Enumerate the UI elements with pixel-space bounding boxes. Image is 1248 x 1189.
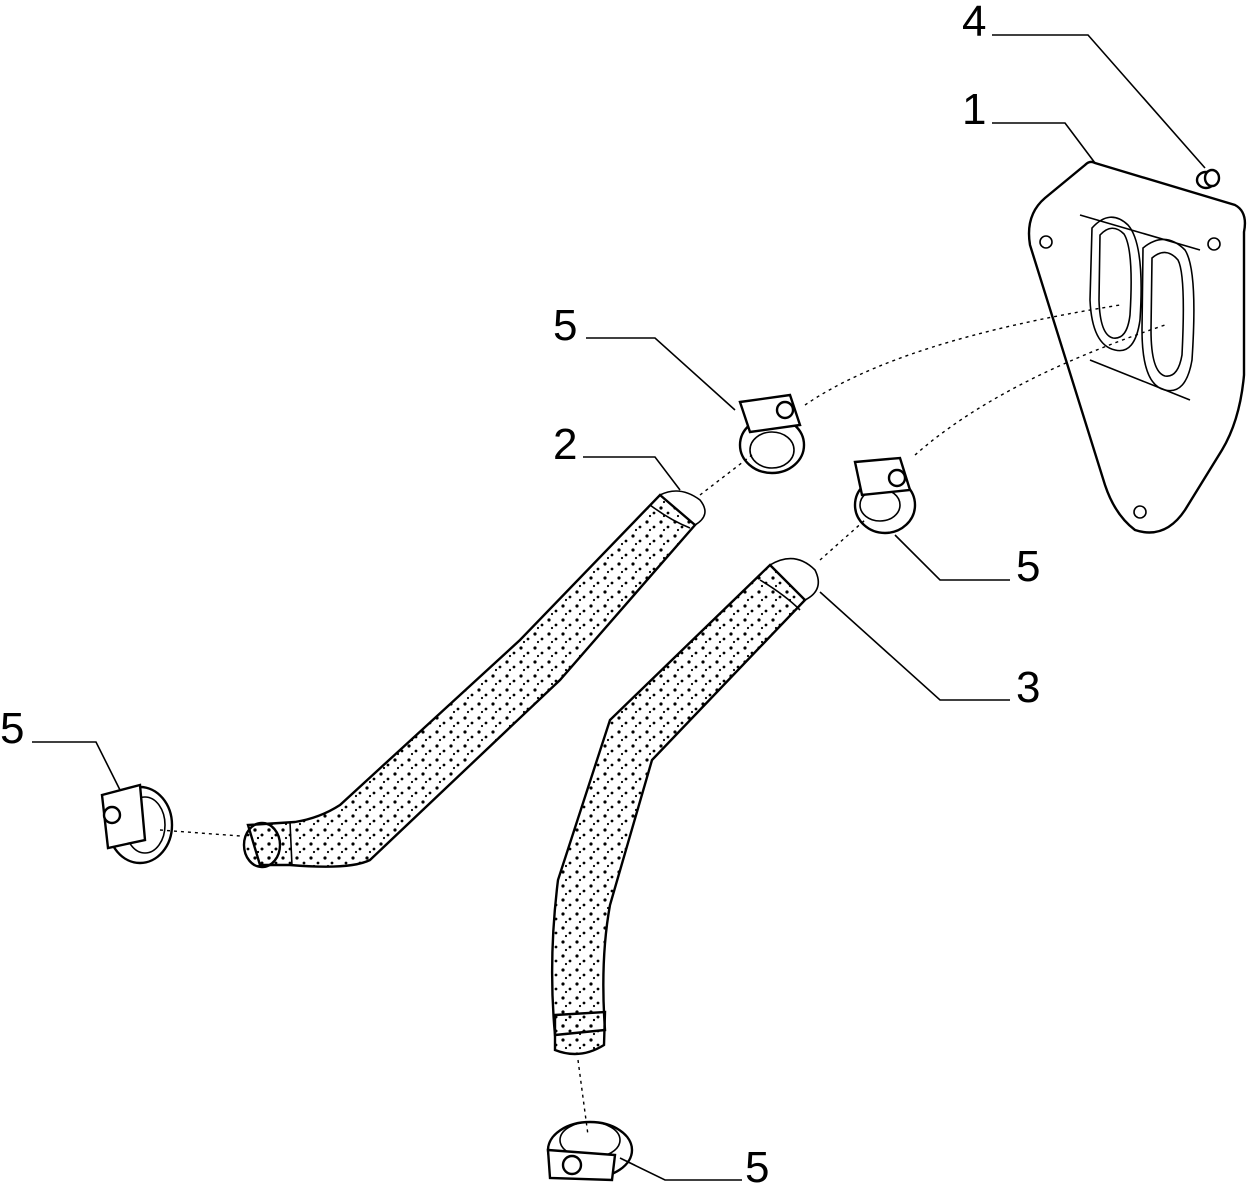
hose-upper <box>242 490 706 869</box>
hose-lower <box>550 557 820 1056</box>
callout-5-top-right: 5 <box>1016 542 1040 591</box>
assembly-axes <box>159 304 1166 1136</box>
callout-5-left: 5 <box>0 704 24 753</box>
clamp-top-right <box>853 456 917 535</box>
callout-5-top-left: 5 <box>553 301 577 350</box>
clamp-left <box>100 783 174 865</box>
flange-plate <box>1027 160 1247 534</box>
callout-5-bottom: 5 <box>745 1143 769 1189</box>
callout-3: 3 <box>1016 663 1040 712</box>
callout-2: 2 <box>553 420 577 469</box>
clamp-top-left <box>738 393 806 475</box>
clamp-bottom <box>546 1120 634 1182</box>
callout-1: 1 <box>962 85 986 134</box>
callout-4: 4 <box>962 0 986 46</box>
leader-lines <box>32 34 1206 1181</box>
screw <box>1195 168 1221 190</box>
